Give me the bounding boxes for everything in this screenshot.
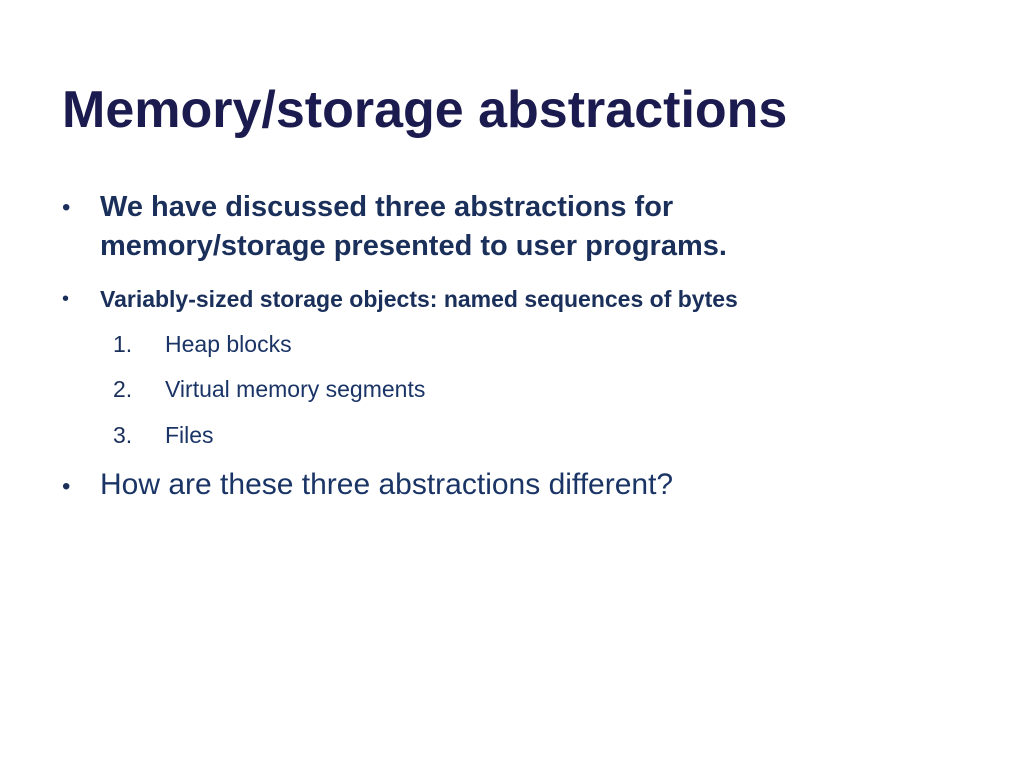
bullet-text-line-1: We have discussed three abstractions for: [100, 191, 674, 223]
bullet-marker: •: [62, 194, 71, 221]
item-text: Files: [165, 422, 214, 448]
bullet-text: Variably-sized storage objects: named se…: [100, 286, 738, 312]
item-text: Virtual memory segments: [165, 376, 426, 402]
item-number: 1.: [113, 331, 133, 357]
item-number: 3.: [113, 422, 133, 448]
bullet-marker: •: [62, 288, 70, 310]
item-number: 2.: [113, 376, 133, 402]
slide-title: Memory/storage abstractions: [62, 81, 788, 139]
bullet-text-line-2: memory/storage presented to user program…: [100, 230, 727, 262]
bullet-marker: •: [62, 473, 71, 500]
bullet-text: How are these three abstractions differe…: [100, 468, 674, 501]
item-text: Heap blocks: [165, 331, 292, 357]
